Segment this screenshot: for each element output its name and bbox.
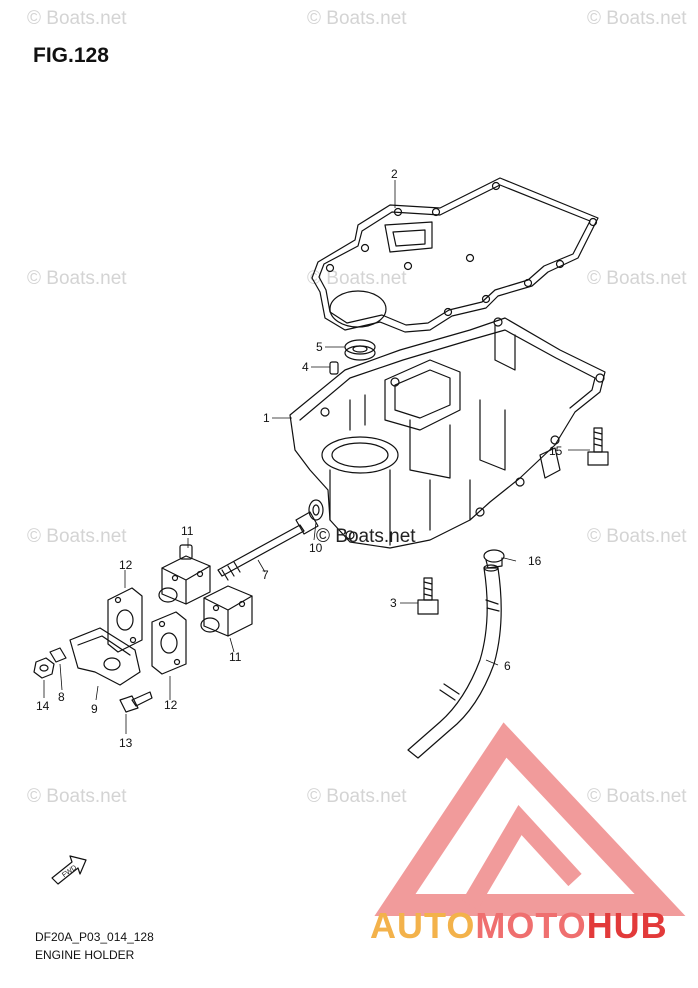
part-16-clip bbox=[483, 549, 505, 569]
watermark: © Boats.net bbox=[587, 8, 687, 29]
part-7-long-bolt bbox=[217, 511, 319, 581]
callout-11-upper: 11 bbox=[181, 524, 194, 538]
logo-part-moto: MOTO bbox=[475, 905, 587, 946]
figure-name: ENGINE HOLDER bbox=[35, 948, 135, 962]
fwd-label: FWD bbox=[61, 864, 78, 879]
callout-9: 9 bbox=[91, 702, 98, 716]
part-2-gasket bbox=[311, 177, 599, 333]
callout-12-upper: 12 bbox=[119, 558, 133, 572]
watermark: © Boats.net bbox=[587, 268, 687, 289]
callout-11-lower: 11 bbox=[229, 650, 242, 664]
part-11-mount-lower bbox=[200, 585, 253, 637]
watermark: © Boats.net bbox=[27, 268, 127, 289]
callout-2: 2 bbox=[391, 167, 398, 181]
watermark: © Boats.net bbox=[307, 8, 407, 29]
callout-4: 4 bbox=[302, 360, 309, 374]
part-14-nut bbox=[33, 657, 55, 679]
part-15-bolt bbox=[587, 427, 609, 466]
watermark: © Boats.net bbox=[307, 268, 407, 289]
callout-3: 3 bbox=[390, 596, 397, 610]
watermark: © Boats.net bbox=[587, 526, 687, 547]
part-12-plate-lower bbox=[151, 611, 187, 675]
part-13-bolt bbox=[119, 691, 153, 713]
part-9-stopper bbox=[69, 627, 141, 686]
part-8-washer bbox=[49, 647, 67, 663]
callout-1: 1 bbox=[263, 411, 270, 425]
logo-triangle bbox=[374, 722, 686, 916]
callout-5: 5 bbox=[316, 340, 323, 354]
callout-15: 15 bbox=[549, 444, 563, 458]
figure-title: FIG.128 bbox=[33, 44, 109, 67]
logo-part-hub: HUB bbox=[586, 905, 668, 946]
callout-7: 7 bbox=[262, 568, 269, 582]
part-12-plate-upper bbox=[107, 587, 143, 653]
watermark-center: © Boats.net bbox=[316, 526, 416, 547]
part-10-washer bbox=[308, 499, 324, 521]
part-4-pin bbox=[329, 361, 339, 375]
watermark: © Boats.net bbox=[307, 786, 407, 807]
callout-16: 16 bbox=[528, 554, 542, 568]
part-11-mount-upper bbox=[158, 544, 211, 605]
callout-13: 13 bbox=[119, 736, 133, 750]
callout-12-lower: 12 bbox=[164, 698, 178, 712]
logo-part-auto: AUTO bbox=[370, 905, 476, 946]
part-1-engine-holder bbox=[289, 317, 606, 549]
figure-code: DF20A_P03_014_128 bbox=[35, 930, 154, 944]
part-3-bolt bbox=[417, 577, 439, 615]
callout-6: 6 bbox=[504, 659, 511, 673]
watermark: © Boats.net bbox=[587, 786, 687, 807]
leader-lines bbox=[43, 180, 590, 734]
callout-10: 10 bbox=[309, 541, 323, 555]
part-5-seal bbox=[344, 339, 376, 361]
watermark: © Boats.net bbox=[27, 8, 127, 29]
callout-8: 8 bbox=[58, 690, 65, 704]
watermark: © Boats.net bbox=[27, 526, 127, 547]
automotohub-logo: AUTOMOTOHUB bbox=[370, 905, 668, 947]
callout-14: 14 bbox=[36, 699, 50, 713]
fwd-arrow-icon bbox=[51, 855, 87, 885]
part-6-hose bbox=[407, 564, 502, 759]
watermark: © Boats.net bbox=[27, 786, 127, 807]
